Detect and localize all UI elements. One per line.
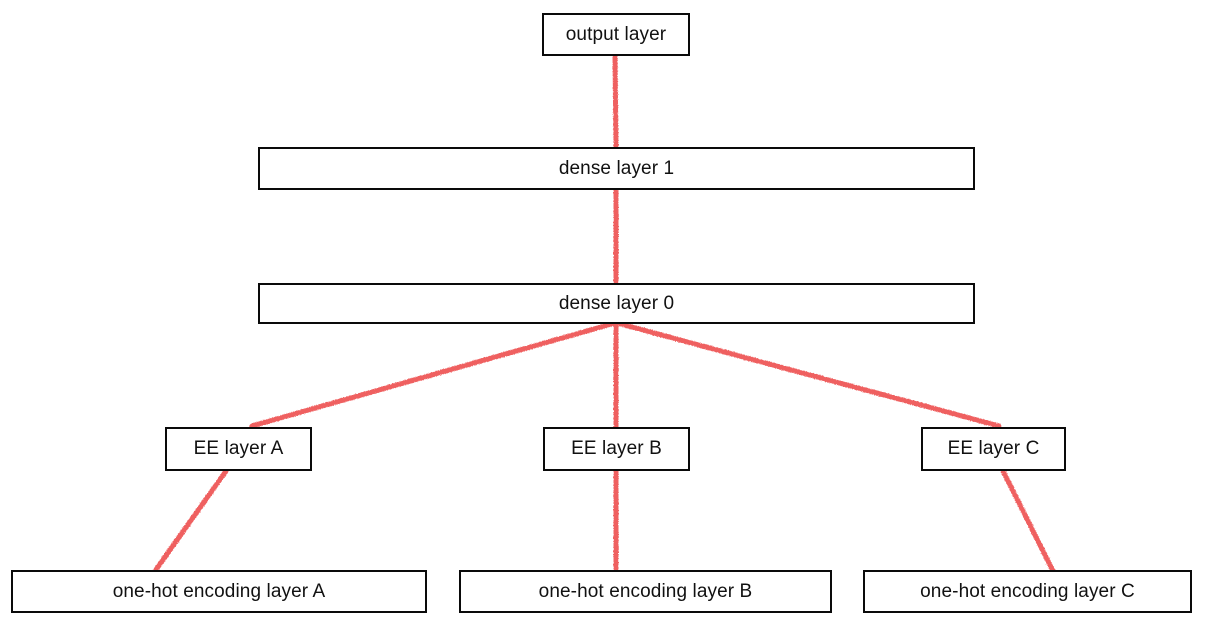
node-label-ee-layer-b: EE layer B [571,438,662,459]
edge-eec-to-dense0 [614,320,1002,429]
node-label-ee-layer-a: EE layer A [193,438,284,459]
node-label-dense-layer-0: dense layer 0 [558,292,675,314]
node-dense-layer-0[interactable]: dense layer 0 [258,283,975,324]
node-ee-layer-c[interactable]: EE layer C [921,427,1066,471]
node-output-layer[interactable]: output layer [542,13,690,56]
node-ee-layer-b[interactable]: EE layer B [543,427,690,471]
edge-onehota-to-eea [152,468,229,574]
node-one-hot-encoding-layer-c[interactable]: one-hot encoding layer C [863,570,1192,613]
node-one-hot-encoding-layer-a[interactable]: one-hot encoding layer A [11,570,427,613]
node-label-one-hot-encoding-layer-c: one-hot encoding layer C [920,580,1135,602]
node-one-hot-encoding-layer-b[interactable]: one-hot encoding layer B [459,570,832,613]
node-ee-layer-a[interactable]: EE layer A [165,427,312,471]
edge-onehotc-to-eec [1000,468,1056,574]
node-label-ee-layer-c: EE layer C [947,438,1040,459]
edge-eea-to-dense0 [249,320,618,429]
node-dense-layer-1[interactable]: dense layer 1 [258,147,975,190]
node-label-output-layer: output layer [565,23,667,45]
node-label-one-hot-encoding-layer-a: one-hot encoding layer A [112,580,326,602]
node-label-dense-layer-1: dense layer 1 [558,157,675,179]
node-label-one-hot-encoding-layer-b: one-hot encoding layer B [538,580,753,602]
edge-dense1-to-output [612,53,619,149]
